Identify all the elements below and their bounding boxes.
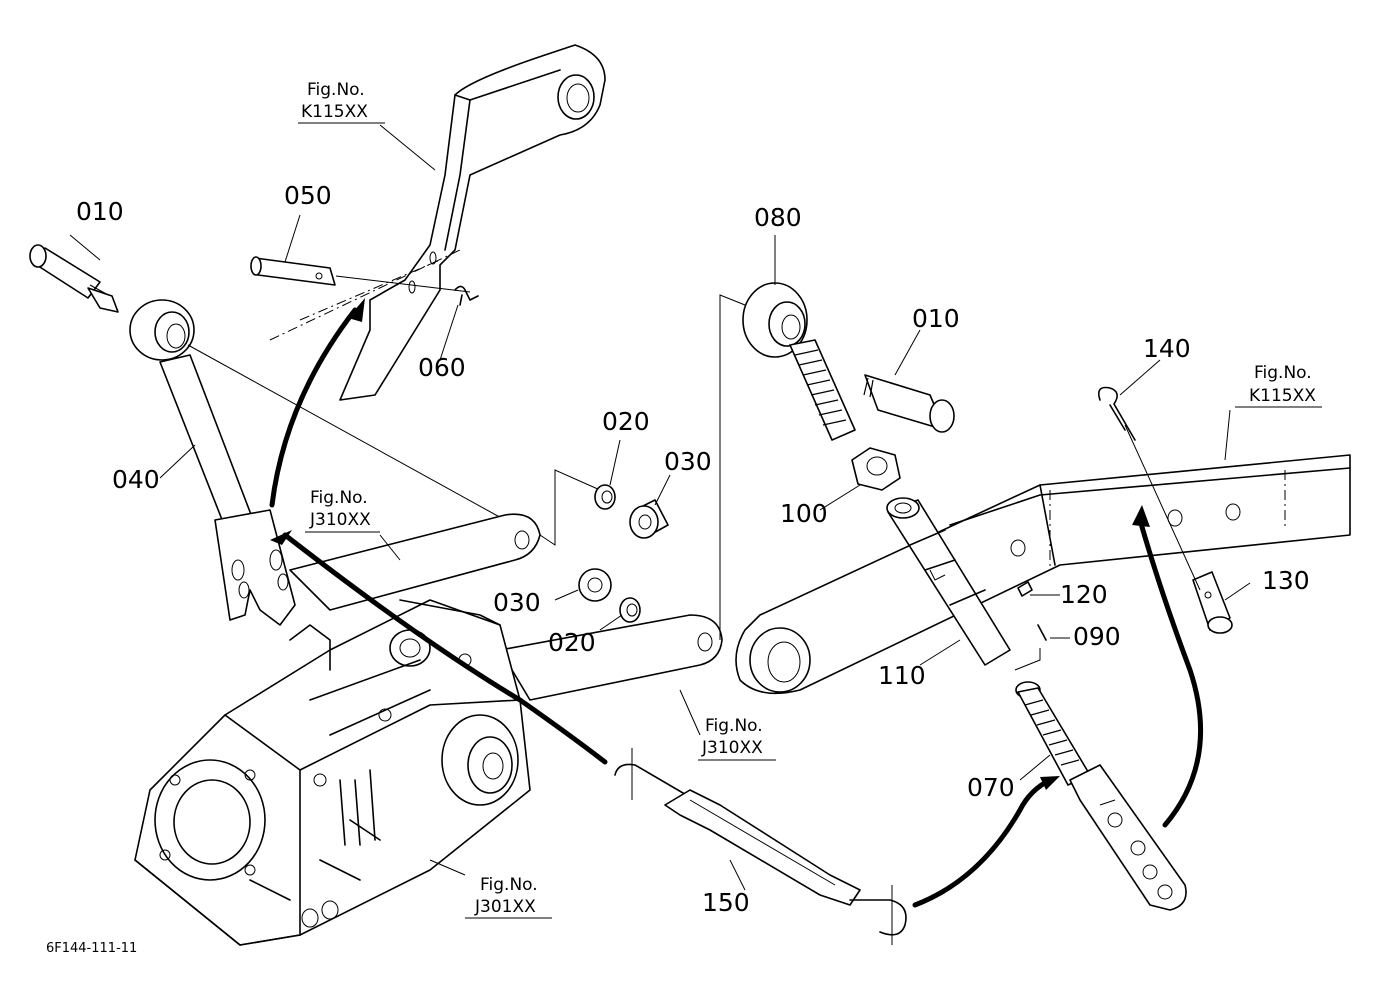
label-150: 150	[702, 888, 750, 917]
label-120: 120	[1060, 580, 1108, 609]
clip-060	[454, 285, 479, 306]
rod-end-080	[742, 282, 856, 441]
rod-150	[614, 748, 1060, 945]
label-130: 130	[1262, 566, 1310, 595]
pin-010-left	[29, 244, 119, 313]
svg-text:J310XX: J310XX	[701, 738, 763, 758]
lift-arm-k115-right	[735, 454, 1351, 695]
svg-text:J310XX: J310XX	[309, 510, 371, 530]
svg-text:K115XX: K115XX	[301, 102, 368, 122]
pin-050	[250, 256, 471, 293]
label-020-top: 020	[602, 407, 650, 436]
svg-text:Fig.No.: Fig.No.	[307, 80, 365, 100]
set-screw-120	[1017, 581, 1033, 597]
assembly-arrow-right	[1137, 517, 1204, 828]
tube-110	[886, 497, 1011, 666]
lift-arm-k115-top	[269, 44, 606, 401]
fig-ref-j301: Fig.No. J301XX	[465, 875, 552, 919]
label-080: 080	[754, 203, 802, 232]
hydraulic-housing-j301	[134, 599, 531, 946]
label-050: 050	[284, 181, 332, 210]
label-010-right: 010	[912, 304, 960, 333]
pin-090	[1037, 624, 1047, 641]
label-140: 140	[1143, 334, 1191, 363]
leader-lines	[69, 124, 1251, 891]
svg-text:Fig.No.: Fig.No.	[1254, 363, 1312, 383]
svg-text:J301XX: J301XX	[474, 897, 536, 917]
clip-140	[1097, 386, 1136, 441]
label-110: 110	[878, 661, 926, 690]
svg-text:Fig.No.: Fig.No.	[480, 875, 538, 895]
label-090: 090	[1073, 622, 1121, 651]
label-030-top: 030	[664, 447, 712, 476]
label-010-left: 010	[76, 197, 124, 226]
label-070: 070	[967, 773, 1015, 802]
fig-ref-k115-right: Fig.No. K115XX	[1235, 363, 1322, 408]
label-040: 040	[112, 465, 160, 494]
assembly-arrow-center	[282, 532, 608, 765]
label-100: 100	[780, 499, 828, 528]
bushing-030-top	[629, 499, 669, 539]
washer-020-top	[594, 484, 616, 510]
label-020-bottom: 020	[548, 628, 596, 657]
document-id: 6F144-111-11	[46, 941, 137, 956]
pin-010-right	[863, 374, 955, 433]
fig-ref-j310-mid: Fig.No. J310XX	[698, 716, 776, 761]
threaded-rod-070	[1015, 681, 1187, 911]
lift-rod-040	[129, 299, 506, 626]
fig-ref-k115-top: Fig.No. K115XX	[298, 80, 385, 124]
svg-text:K115XX: K115XX	[1249, 386, 1316, 406]
assembly-arrow-left	[269, 307, 358, 508]
svg-text:Fig.No.: Fig.No.	[705, 716, 763, 736]
label-030-bottom: 030	[493, 588, 541, 617]
label-060: 060	[418, 353, 466, 382]
washer-020-bottom	[619, 597, 641, 623]
nut-100	[851, 447, 901, 491]
bushing-030-bottom	[578, 568, 612, 602]
pin-130	[1192, 571, 1233, 634]
fig-ref-j310-left: Fig.No. J310XX	[305, 488, 380, 533]
svg-text:Fig.No.: Fig.No.	[310, 488, 368, 508]
